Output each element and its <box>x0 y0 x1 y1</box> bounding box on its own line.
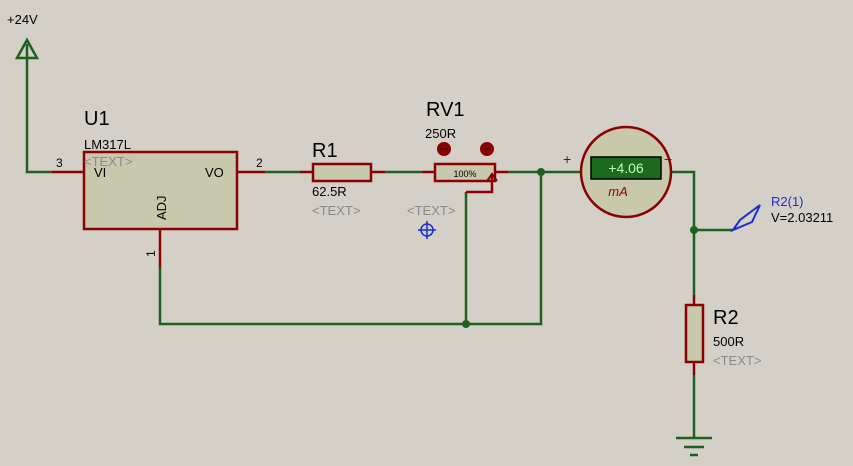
rv1-text-placeholder: <TEXT> <box>407 203 455 218</box>
u1-pin-vi-label: VI <box>94 165 106 180</box>
rv1-adjust-buttons <box>437 142 494 156</box>
rv1-value: 250R <box>425 126 456 141</box>
rv1-body <box>433 162 497 183</box>
probe-value: V=2.03211 <box>771 210 833 225</box>
wire-adj-loop <box>158 172 543 326</box>
ammeter-reading: +4.06 <box>608 160 644 176</box>
wires <box>25 58 733 438</box>
junction-dot <box>462 320 470 328</box>
wire-vcc-to-u1 <box>25 58 52 174</box>
u1-ref: U1 <box>84 108 110 130</box>
potentiometer-rv1[interactable] <box>422 162 508 194</box>
junction-dot <box>537 168 545 176</box>
r1-ref: R1 <box>312 140 338 162</box>
u1-part: LM317L <box>84 137 131 152</box>
rv1-wiper <box>466 176 494 194</box>
resistor-r1[interactable] <box>300 162 385 183</box>
r2-body <box>684 303 705 364</box>
wire-ammeter-to-r2 <box>672 170 696 295</box>
r1-text-placeholder: <TEXT> <box>312 203 360 218</box>
r2-text-placeholder: <TEXT> <box>713 353 761 368</box>
r1-value: 62.5R <box>312 184 347 199</box>
u1-pin-number-adj: 1 <box>144 250 158 257</box>
ammeter[interactable] <box>579 125 673 219</box>
ammeter-display <box>590 156 662 180</box>
power-label: +24V <box>7 12 38 27</box>
u1-pin-number-vo: 2 <box>256 156 263 170</box>
power-terminal[interactable] <box>14 37 40 60</box>
u1-pin-number-vi: 3 <box>56 156 63 170</box>
arrow-up-icon <box>14 37 40 60</box>
voltage-probe[interactable] <box>730 204 761 233</box>
u1-body <box>82 150 239 231</box>
r2-ref: R2 <box>713 307 739 329</box>
regulator-u1[interactable] <box>52 150 265 268</box>
ammeter-unit: mA <box>608 184 628 199</box>
u1-pin-adj-label: ADJ <box>154 195 169 220</box>
rv1-position: 100% <box>453 169 476 179</box>
ammeter-plus-terminal: + <box>563 151 571 167</box>
junction-dot <box>690 226 698 234</box>
probe-icon <box>730 204 761 233</box>
u1-pin-vo-label: VO <box>205 165 224 180</box>
r2-value: 500R <box>713 334 744 349</box>
crosshair-icon <box>418 221 436 239</box>
u1-text-placeholder: <TEXT> <box>84 154 132 169</box>
rv1-ref: RV1 <box>426 99 465 121</box>
wiper-arrow-icon <box>486 172 498 182</box>
ammeter-minus-terminal: − <box>664 151 672 167</box>
ground-icon[interactable] <box>676 436 712 457</box>
probe-name: R2(1) <box>771 194 804 209</box>
resistor-r2[interactable] <box>684 295 705 375</box>
r1-body <box>311 162 373 183</box>
